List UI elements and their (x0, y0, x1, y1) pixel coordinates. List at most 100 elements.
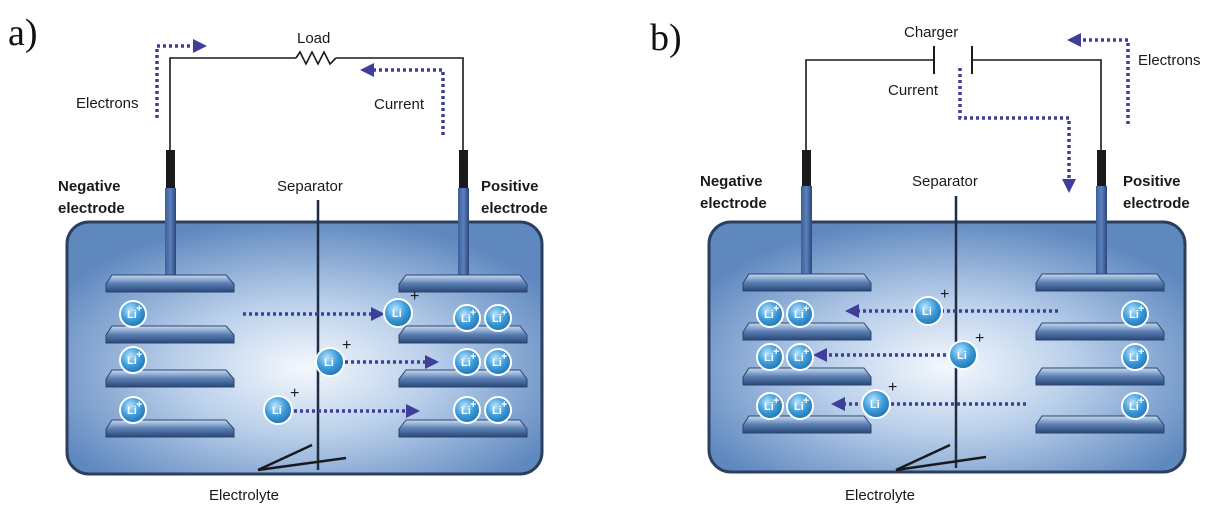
electrolyte-pointer-2 (895, 443, 951, 472)
current-label: Current (374, 96, 425, 113)
li-ion-charge: + (1138, 346, 1144, 358)
negative-plate-4 (105, 419, 235, 438)
electrons-arrow (155, 39, 207, 118)
circuit-wire-right (336, 57, 464, 150)
panel-b-letter: b) (650, 17, 682, 59)
li-ion-icon: Li+ (484, 396, 512, 424)
electrolyte-pointer (895, 455, 987, 472)
li-ion-symbol: Li (127, 355, 137, 367)
li-ion-charge: + (803, 346, 809, 358)
negative-plate-2 (742, 322, 872, 341)
current-label: Current (888, 82, 939, 99)
li-ion-symbol: Li (794, 352, 804, 364)
panel-a: a) Load Electrons Current Negative elect… (8, 12, 548, 504)
li-ion-charge: + (803, 303, 809, 315)
li-ion-icon: Li+ (119, 300, 147, 328)
positive-rod (1096, 186, 1107, 282)
li-ion-symbol: Li (794, 401, 804, 413)
li-ion-charge: + (136, 399, 142, 411)
li-ion-symbol: Li (492, 357, 502, 369)
li-ion-icon: Li+ (913, 286, 949, 326)
li-ion-symbol: Li (1129, 352, 1139, 364)
negative-plate-1 (742, 273, 872, 292)
negative-terminal (802, 150, 811, 186)
li-ion-charge: + (501, 399, 507, 411)
electrolyte-pointer (257, 456, 347, 472)
current-arrow (958, 68, 1076, 193)
li-ion-icon: Li + (948, 330, 984, 370)
electrons-arrow (1067, 33, 1130, 124)
positive-rod (458, 188, 469, 284)
negative-electrode-label-line2: electrode (700, 195, 767, 212)
li-ion-charge: + (136, 303, 142, 315)
li-ion-charge: + (975, 330, 984, 347)
panel-a-letter: a) (8, 12, 38, 54)
negative-plates (105, 274, 235, 438)
li-ion-icon: Li+ (453, 396, 481, 424)
li-ion-icon: Li+ (1121, 392, 1149, 420)
li-ion-symbol: Li (764, 401, 774, 413)
li-ion-icon: Li+ (263, 385, 299, 425)
li-ion-charge: + (342, 337, 351, 354)
negative-rod (801, 186, 812, 282)
negative-plate-1 (105, 274, 235, 293)
li-ion-charge: + (773, 346, 779, 358)
li-ion-charge: + (290, 385, 299, 402)
negative-electrode-label-line1: Negative (58, 178, 121, 195)
li-ion-icon: Li+ (786, 392, 814, 420)
li-ion-icon: Li+ (484, 348, 512, 376)
li-ion-icon: Li+ (119, 346, 147, 374)
li-ion-symbol: Li (1129, 309, 1139, 321)
li-ion-symbol: Li (127, 309, 137, 321)
separator-label: Separator (277, 178, 343, 195)
negative-terminal (166, 150, 175, 188)
li-ion-symbol: Li (794, 309, 804, 321)
li-ion-icon: Li+ (786, 343, 814, 371)
li-ion-charge: + (888, 379, 897, 396)
li-ion-icon: Li+ (756, 300, 784, 328)
positive-plate-1 (1035, 273, 1165, 292)
li-ion-symbol: Li (764, 352, 774, 364)
li-ion-icon: Li+ (1121, 343, 1149, 371)
li-ion-icon: Li+ (453, 304, 481, 332)
li-ion-icon: Li+ (756, 343, 784, 371)
li-ion-charge: + (136, 349, 142, 361)
charger-label: Charger (904, 24, 958, 41)
li-ion-symbol: Li (127, 405, 137, 417)
positive-electrode-label-line1: Positive (1123, 173, 1181, 190)
li-ion-symbol: Li (461, 405, 471, 417)
li-ion-symbol: Li (922, 306, 932, 318)
li-ion-symbol: Li (957, 350, 967, 362)
negative-plate-3 (105, 369, 235, 388)
li-ion-icon: Li+ (453, 348, 481, 376)
li-ion-icon: Li+ (756, 392, 784, 420)
negative-electrode-label-line2: electrode (58, 200, 125, 217)
positive-electrode-label-line1: Positive (481, 178, 539, 195)
panel-b: b) Charger Current Electrons Negative el… (650, 17, 1201, 504)
li-ion-charge: + (1138, 395, 1144, 407)
li-ion-symbol: Li (461, 357, 471, 369)
positive-plate-2 (1035, 322, 1165, 341)
li-ion-symbol: Li (870, 399, 880, 411)
li-ion-charge: + (501, 351, 507, 363)
li-ion-icon: Li + (315, 337, 351, 377)
circuit-wire-left (169, 57, 296, 150)
negative-plate-2 (105, 325, 235, 344)
load-resistor-icon (295, 50, 337, 66)
li-ion-symbol: Li (461, 313, 471, 325)
li-ion-charge: + (470, 399, 476, 411)
li-ion-charge: + (803, 395, 809, 407)
li-ion-icon: Li + (383, 288, 419, 328)
li-ion-symbol: Li (764, 309, 774, 321)
li-ion-symbol: Li (492, 313, 502, 325)
negative-plate-4 (742, 415, 872, 434)
li-ion-symbol: Li (392, 308, 402, 320)
negative-plates (742, 273, 872, 434)
li-ion-charge: + (410, 288, 419, 305)
li-ion-symbol: Li (492, 405, 502, 417)
positive-plate-3 (1035, 367, 1165, 386)
li-ion-symbol: Li (1129, 401, 1139, 413)
li-ion-symbol: Li (324, 357, 334, 369)
li-ion-icon: Li+ (484, 304, 512, 332)
